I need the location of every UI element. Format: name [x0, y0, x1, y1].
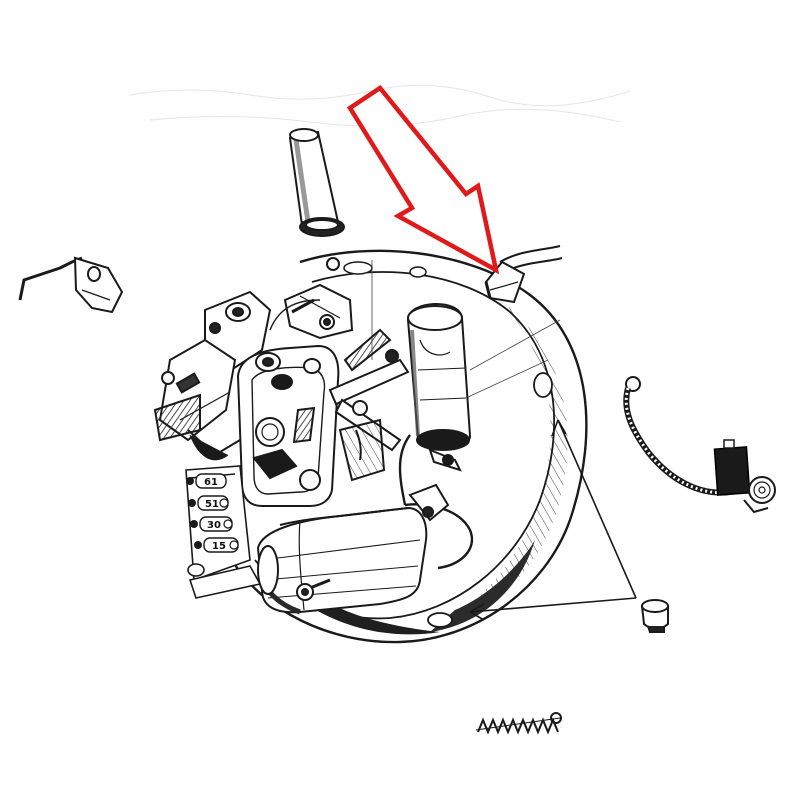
terminal-label-15: 15 [212, 541, 226, 552]
condenser [406, 303, 472, 472]
terminal-label-61: 61 [204, 477, 218, 488]
terminal-labels: 61 51 30 15 [186, 473, 239, 553]
red-outline-arrow-icon [346, 84, 500, 275]
callout-arrow-icon [469, 419, 637, 621]
terminal-label-51: 51 [205, 499, 219, 510]
cable-with-terminal [623, 376, 776, 514]
cable-grommet [484, 245, 563, 304]
small-cap [640, 599, 669, 633]
field-coil [256, 506, 428, 615]
tension-spring [475, 712, 562, 735]
bent-clip [18, 256, 124, 314]
rubber-sleeve [288, 128, 345, 237]
terminal-30: 30 [190, 516, 233, 532]
terminal-61: 61 [186, 473, 227, 489]
rim-hole-lower [427, 612, 453, 628]
terminal-label-30: 30 [207, 520, 221, 531]
rim-hole-upper [533, 372, 553, 398]
terminal-51: 51 [188, 495, 229, 511]
regulator-assembly [153, 257, 473, 615]
terminal-15: 15 [194, 537, 239, 553]
